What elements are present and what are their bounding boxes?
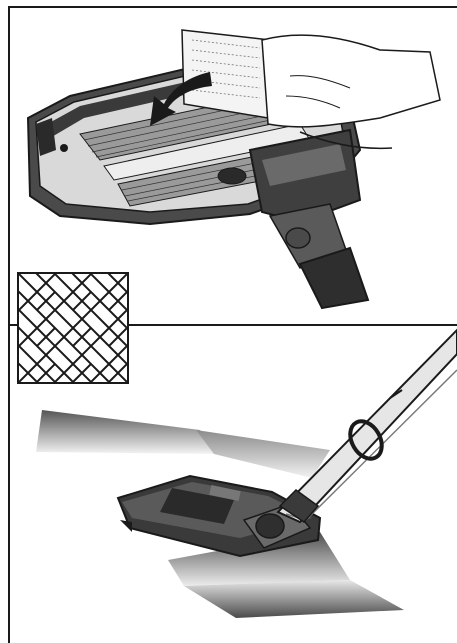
insert-direction-arrow [150, 72, 212, 126]
cleaned-strip-upper [36, 410, 330, 478]
floor-nozzle-on-parquet [116, 474, 322, 558]
illustration-filter-replacement [26, 29, 441, 310]
step-panel-parquet-cleaning [8, 324, 457, 643]
parquet-herringbone-icon [17, 272, 129, 384]
nozzle-joint [217, 128, 370, 310]
hand-holding-filter [181, 29, 441, 150]
vacuum-tube [276, 328, 457, 524]
cleaned-strip-lower [168, 532, 404, 618]
step-panel-filter-replacement [8, 6, 457, 324]
